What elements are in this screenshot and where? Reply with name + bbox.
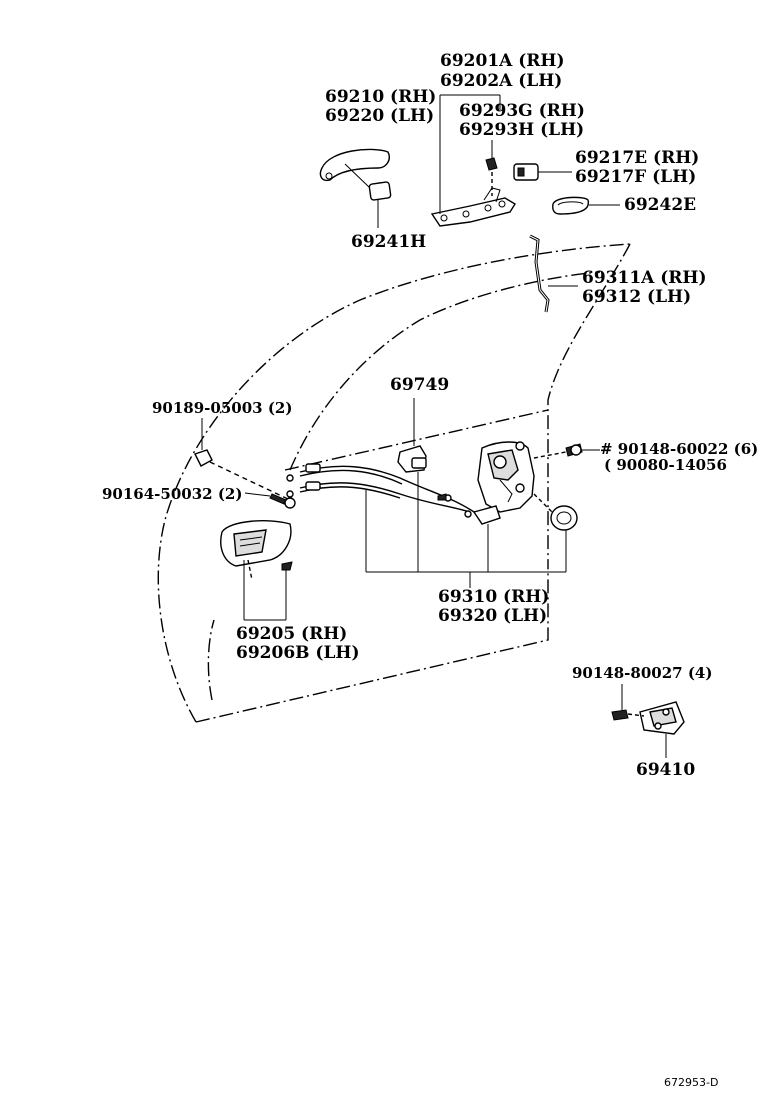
label-69749: 69749 <box>390 375 449 395</box>
callout-cable-clamp: 69749 <box>390 375 449 395</box>
label-69293G: 69293G (RH) <box>459 101 585 121</box>
door-outline <box>157 243 631 723</box>
label-69205: 69205 (RH) <box>236 624 347 644</box>
label-69220: 69220 (LH) <box>325 106 434 126</box>
striker <box>611 684 685 758</box>
handle-pad-small <box>368 181 392 228</box>
label-69217E: 69217E (RH) <box>575 148 699 168</box>
handle-pad-rear <box>552 196 620 215</box>
lock-cables <box>286 463 481 518</box>
inside-handle <box>220 520 293 621</box>
label-69202A: 69202A (LH) <box>440 71 562 91</box>
callout-outside-handle: 69210 (RH) 69220 (LH) <box>325 87 436 126</box>
label-69206B: 69206B (LH) <box>236 643 360 663</box>
lock-assy-leader <box>365 490 566 588</box>
label-90164-50032: 90164-50032 (2) <box>102 485 242 503</box>
label-69311A: 69311A (RH) <box>582 268 707 288</box>
screw-inside-handle <box>244 492 296 509</box>
callout-handle-pad-front: 69217E (RH) 69217F (LH) <box>575 148 699 187</box>
callout-lock-screw: # 90148-60022 (6) ( 90080-14056 <box>600 440 758 474</box>
callout-handle-pad-small: 69241H <box>351 232 426 252</box>
callout-striker: 69410 <box>636 760 695 780</box>
callout-screw-top: 90189-05003 (2) <box>152 399 292 417</box>
label-69312: 69312 (LH) <box>582 287 691 307</box>
label-69210: 69210 (RH) <box>325 87 436 107</box>
label-90148-60022: # 90148-60022 (6) <box>600 440 758 458</box>
label-69410: 69410 <box>636 760 695 780</box>
label-90189-05003: 90189-05003 (2) <box>152 399 292 417</box>
callout-lock-rod: 69311A (RH) 69312 (LH) <box>582 268 707 307</box>
outside-handle <box>319 148 390 189</box>
figure-code: 672953-D <box>664 1076 718 1089</box>
label-69320: 69320 (LH) <box>438 606 547 626</box>
handle-pad-front <box>513 163 572 181</box>
service-hole-grommet <box>533 493 578 572</box>
handle-cap <box>485 140 498 196</box>
callout-screw-inside-handle: 90164-50032 (2) <box>102 485 242 503</box>
lock-screw <box>533 443 600 459</box>
screw-top <box>194 418 291 501</box>
label-90080-14056: ( 90080-14056 <box>604 456 727 474</box>
callout-handle-pad-rear: 69242E <box>624 195 696 215</box>
label-69201A: 69201A (RH) <box>440 51 565 71</box>
callout-inside-handle: 69205 (RH) 69206B (LH) <box>236 624 360 663</box>
label-69310: 69310 (RH) <box>438 587 549 607</box>
lock-rod <box>529 234 578 313</box>
cable-clamp <box>397 398 427 572</box>
label-69241H: 69241H <box>351 232 426 252</box>
callout-handle-cap: 69293G (RH) 69293H (LH) <box>459 101 585 140</box>
callout-door-lock-assy: 69310 (RH) 69320 (LH) <box>438 587 549 626</box>
label-90148-80027: 90148-80027 (4) <box>572 664 712 682</box>
outside-handle-frame <box>430 94 516 227</box>
callout-outside-handle-frame: 69201A (RH) 69202A (LH) <box>440 51 565 91</box>
label-69217F: 69217F (LH) <box>575 167 696 187</box>
door-lock-assy <box>472 441 535 572</box>
label-69242E: 69242E <box>624 195 696 215</box>
callout-striker-screw: 90148-80027 (4) <box>572 664 712 682</box>
label-69293H: 69293H (LH) <box>459 120 584 140</box>
